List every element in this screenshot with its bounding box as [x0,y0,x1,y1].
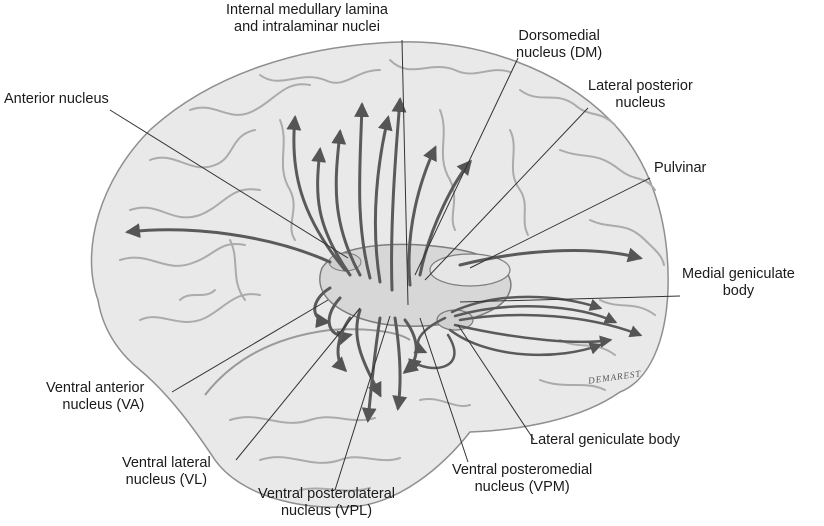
label-line: Anterior nucleus [4,91,109,107]
label-line: Ventral lateral [122,455,211,471]
label-lateral-posterior-nucleus: Lateral posterior nucleus [588,78,693,112]
label-pulvinar: Pulvinar [654,160,706,177]
label-line: Ventral posterolateral [258,486,396,502]
label-line: nucleus (VL) [125,472,208,488]
leader-lines [109,39,681,491]
label-line: Ventral anterior [46,380,145,396]
label-line: nucleus [615,95,666,111]
label-ventral-posterolateral-nucleus: Ventral posterolateral nucleus (VPL) [258,486,395,520]
label-line: Pulvinar [654,160,707,176]
optic-radiations [407,295,643,371]
label-line: Lateral geniculate body [530,432,680,448]
sylvian-fissure [204,328,411,396]
label-dorsomedial-nucleus: Dorsomedial nucleus (DM) [516,28,602,62]
label-internal-medullary-lamina: Internal medullary lamina and intralamin… [226,2,388,36]
label-line: Ventral posteromedial [452,462,593,478]
label-line: Medial geniculate [682,266,795,282]
label-line: Internal medullary lamina [226,2,388,18]
projection-fibers [125,97,643,423]
label-line: Dorsomedial [518,28,600,44]
label-lateral-geniculate-body: Lateral geniculate body [530,432,680,449]
label-line: nucleus (VA) [62,397,145,413]
label-ventral-anterior-nucleus: Ventral anterior nucleus (VA) [46,380,144,414]
label-medial-geniculate-body: Medial geniculate body [682,266,795,300]
label-ventral-posteromedial-nucleus: Ventral posteromedial nucleus (VPM) [452,462,592,496]
label-line: nucleus (DM) [516,45,603,61]
label-line: body [722,283,755,299]
label-ventral-lateral-nucleus: Ventral lateral nucleus (VL) [122,455,211,489]
pulvinar-body [429,253,511,287]
label-line: and intralaminar nuclei [234,19,380,35]
label-line: Lateral posterior [588,78,693,94]
label-line: nucleus (VPM) [474,479,570,495]
label-anterior-nucleus: Anterior nucleus [4,91,109,108]
gyri-pattern [119,59,665,492]
label-line: nucleus (VPL) [280,503,373,519]
